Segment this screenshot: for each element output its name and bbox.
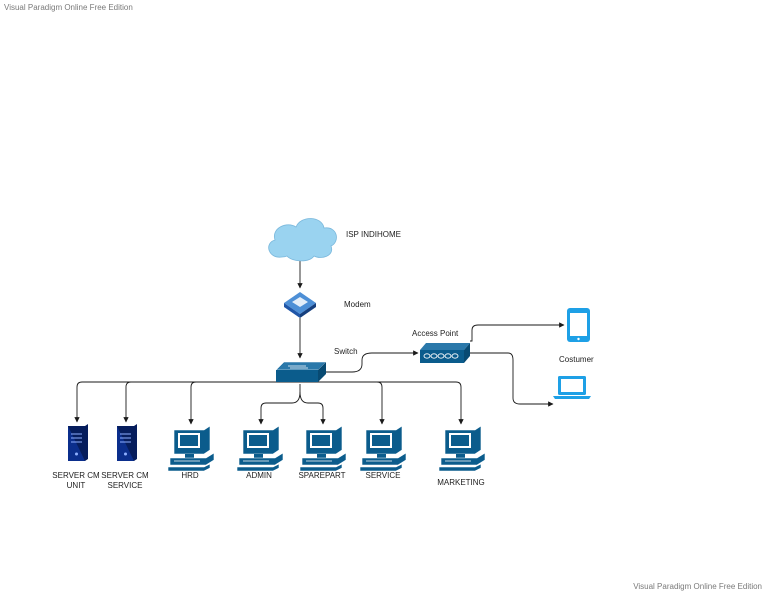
link-server-service — [123, 381, 300, 423]
switch-icon[interactable] — [275, 361, 327, 382]
link-admin — [258, 391, 301, 425]
watermark-top: Visual Paradigm Online Free Edition — [4, 3, 133, 12]
switch-label: Switch — [334, 347, 358, 356]
server-icon[interactable] — [116, 423, 138, 462]
link-server-unit — [74, 381, 300, 423]
laptop-icon[interactable] — [553, 376, 591, 399]
modem-label: Modem — [344, 300, 371, 309]
marketing-workstation-icon[interactable] — [438, 425, 486, 472]
isp-cloud-icon[interactable] — [268, 218, 337, 262]
customer-label: Costumer — [559, 355, 594, 364]
server-icon[interactable] — [67, 423, 89, 462]
access-point-label: Access Point — [412, 329, 459, 338]
hrd-label: HRD — [181, 471, 199, 480]
hrd-workstation-icon[interactable] — [167, 425, 215, 472]
link-switch-ap — [326, 350, 419, 373]
sparepart-label: SPAREPART — [298, 471, 345, 480]
access-point-icon[interactable] — [420, 343, 470, 363]
link-marketing — [300, 381, 464, 425]
server-unit-label-line1: SERVER CM — [52, 471, 100, 480]
server-service-label-line2: SERVICE — [108, 481, 143, 490]
service-label: SERVICE — [366, 471, 401, 480]
link-ap-laptop — [470, 352, 554, 407]
isp-label: ISP INDIHOME — [346, 230, 401, 239]
link-ap-tablet — [470, 322, 565, 342]
server-service-label-line1: SERVER CM — [101, 471, 149, 480]
link-sparepart — [299, 391, 326, 425]
sparepart-workstation-icon[interactable] — [299, 425, 347, 472]
service-workstation-icon[interactable] — [359, 425, 407, 472]
tablet-icon[interactable] — [567, 308, 590, 342]
admin-workstation-icon[interactable] — [236, 425, 284, 472]
admin-label: ADMIN — [246, 471, 272, 480]
watermark-bottom: Visual Paradigm Online Free Edition — [633, 582, 762, 591]
link-hrd — [188, 381, 300, 425]
modem-icon[interactable] — [284, 292, 316, 318]
marketing-label: MARKETING — [437, 478, 485, 487]
server-unit-label-line2: UNIT — [67, 481, 86, 490]
